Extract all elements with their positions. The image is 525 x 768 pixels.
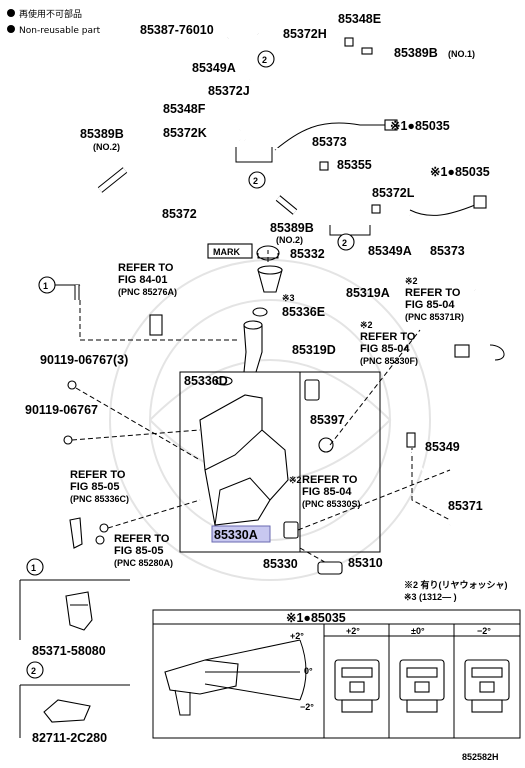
label-85389b-1-note: (NO.1) bbox=[448, 49, 475, 59]
nozzle-variant-zero bbox=[399, 659, 445, 713]
angle-minus: −2° bbox=[300, 702, 314, 712]
label-85319a: 85319A bbox=[346, 286, 390, 300]
circle-1-a: 1 bbox=[43, 281, 48, 291]
ref6-line2: FIG 85-05 bbox=[114, 545, 164, 557]
part-labels: 85387-76010 85372H 85348E 85389B (NO.1) … bbox=[25, 12, 508, 602]
ref5-star: ※2 bbox=[289, 475, 302, 485]
label-85349a-b: 85349A bbox=[368, 244, 412, 258]
label-85387-76010: 85387-76010 bbox=[140, 23, 214, 37]
tank-assembly bbox=[63, 329, 451, 566]
nozzle-variant-plus bbox=[334, 659, 380, 713]
nozzle-angle-table: ※1●85035 +2° ±0° −2° +2° 0° −2° bbox=[152, 609, 521, 739]
label-85336d: 85336D bbox=[184, 374, 228, 388]
ref5-line1: REFER TO bbox=[302, 474, 358, 486]
label-85348e: 85348E bbox=[338, 12, 381, 26]
circle-2-b: 2 bbox=[253, 176, 258, 186]
label-85336e: 85336E bbox=[282, 305, 325, 319]
ref6-line3: (PNC 85280A) bbox=[114, 558, 173, 568]
label-85310: 85310 bbox=[348, 556, 383, 570]
ref1-line1: REFER TO bbox=[118, 262, 174, 274]
label-82711-2c280: 82711-2C280 bbox=[32, 731, 107, 745]
label-85349a-a: 85349A bbox=[192, 61, 236, 75]
table-title: ※1●85035 bbox=[286, 611, 346, 625]
label-mark: MARK bbox=[213, 247, 240, 257]
ref6-line1: REFER TO bbox=[114, 533, 170, 545]
table-col-minus: −2° bbox=[477, 626, 491, 636]
legend-reuse-jp: 再使用不可部品 bbox=[19, 8, 82, 20]
label-85373-b: 85373 bbox=[430, 244, 465, 258]
ref1-line2: FIG 84-01 bbox=[118, 274, 168, 286]
label-90119-b: 90119-06767 bbox=[25, 403, 98, 417]
upper-hoses bbox=[79, 28, 487, 286]
label-85372j: 85372J bbox=[208, 84, 250, 98]
ref2-line2: FIG 85-04 bbox=[405, 299, 455, 311]
ref5-line2: FIG 85-04 bbox=[302, 486, 352, 498]
label-85389b-3-note: (NO.2) bbox=[276, 235, 303, 245]
note-3: ※3 (1312― ) bbox=[404, 592, 457, 602]
label-85389b-3: 85389B bbox=[270, 221, 314, 235]
table-col-plus: +2° bbox=[346, 626, 360, 636]
ref4-line1: REFER TO bbox=[70, 469, 126, 481]
label-85371-58080: 85371-58080 bbox=[32, 644, 106, 658]
circle-2-d: 2 bbox=[31, 666, 36, 676]
ref5-line3: (PNC 85330S) bbox=[302, 499, 361, 509]
circle-2-a: 2 bbox=[262, 55, 267, 65]
circle-1-b: 1 bbox=[31, 563, 36, 573]
table-col-zero: ±0° bbox=[411, 626, 425, 636]
hose-callouts: 2 2 2 1 bbox=[38, 50, 371, 300]
legend: 再使用不可部品 Non-reusable part bbox=[7, 8, 101, 36]
label-85389b-2-note: (NO.2) bbox=[93, 142, 120, 152]
circle-2-c: 2 bbox=[342, 238, 347, 248]
label-85372k: 85372K bbox=[163, 126, 207, 140]
label-85372l: 85372L bbox=[372, 186, 415, 200]
ref2-star: ※2 bbox=[405, 276, 418, 286]
legend-nonreuse: Non-reusable part bbox=[19, 26, 101, 36]
detail-insets: 1 85371-58080 2 82711-2C280 bbox=[19, 558, 130, 745]
label-85372: 85372 bbox=[162, 207, 197, 221]
ref4-line2: FIG 85-05 bbox=[70, 481, 120, 493]
label-85330a: 85330A bbox=[214, 528, 258, 542]
label-star3: ※3 bbox=[282, 293, 295, 303]
label-85349: 85349 bbox=[425, 440, 460, 454]
right-hoses bbox=[317, 289, 505, 575]
label-85035-b: ※1●85035 bbox=[430, 165, 490, 179]
inlet-assembly bbox=[79, 245, 283, 373]
ref3-line2: FIG 85-04 bbox=[360, 343, 410, 355]
diagram-id: 852582H bbox=[462, 752, 499, 762]
label-85355: 85355 bbox=[337, 158, 372, 172]
label-85348f: 85348F bbox=[163, 102, 206, 116]
label-90119-a: 90119-06767(3) bbox=[40, 353, 128, 367]
note-2: ※2 有り(リヤウォッシャ) bbox=[404, 579, 508, 590]
ref3-star: ※2 bbox=[360, 320, 373, 330]
label-85373-a: 85373 bbox=[312, 135, 347, 149]
label-85035-a: ※1●85035 bbox=[390, 119, 450, 133]
label-85372h: 85372H bbox=[283, 27, 327, 41]
label-85330: 85330 bbox=[263, 557, 298, 571]
ref3-line1: REFER TO bbox=[360, 331, 416, 343]
label-85371: 85371 bbox=[448, 499, 483, 513]
angle-zero: 0° bbox=[304, 666, 313, 676]
ref3-line3: (PNC 85330F) bbox=[360, 356, 418, 366]
ref2-line3: (PNC 85371R) bbox=[405, 312, 464, 322]
ref4-line3: (PNC 85336C) bbox=[70, 494, 129, 504]
nozzle-variant-minus bbox=[464, 659, 510, 713]
highlight-85330a bbox=[211, 525, 271, 543]
ref1-line3: (PNC 85276A) bbox=[118, 287, 177, 297]
label-85389b-2: 85389B bbox=[80, 127, 124, 141]
label-85319d: 85319D bbox=[292, 343, 336, 357]
ref2-line1: REFER TO bbox=[405, 287, 461, 299]
angle-plus: +2° bbox=[290, 631, 304, 641]
label-85389b-1: 85389B bbox=[394, 46, 438, 60]
label-85332: 85332 bbox=[290, 247, 325, 261]
label-85397: 85397 bbox=[310, 413, 345, 427]
